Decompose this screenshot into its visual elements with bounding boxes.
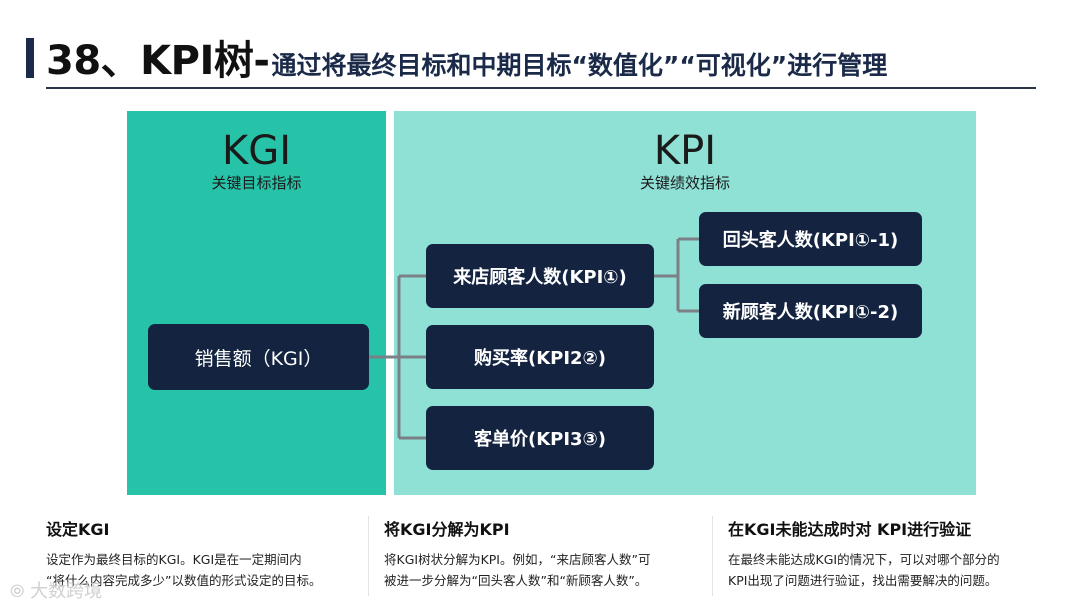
kpi-panel-header: KPI 关键绩效指标 bbox=[394, 129, 976, 193]
kgi-panel: KGI 关键目标指标 bbox=[127, 111, 386, 495]
node-kpi1-label: 来店顾客人数(KPI①) bbox=[453, 267, 627, 288]
page-title: 38、KPI树- 通过将最终目标和中期目标“数值化”“可视化”进行管理 bbox=[46, 28, 887, 84]
footer-step-2-line-2: 被进一步分解为“回头客人数”和“新顾客人数”。 bbox=[384, 573, 648, 588]
kpi-panel-label: KPI bbox=[653, 128, 717, 174]
kgi-panel-label: KGI bbox=[221, 128, 292, 174]
watermark-logo-icon: ⦾ bbox=[10, 581, 31, 602]
node-kpi1-1-label: 回头客人数(KPI①-1) bbox=[722, 230, 899, 251]
title-accent-bar bbox=[26, 38, 34, 78]
footer-step-3: 在KGI未能达成时对 KPI进行验证 在最终未能达成KGI的情况下，可以对哪个部… bbox=[728, 516, 1048, 591]
node-kpi1-1-returning: 回头客人数(KPI①-1) bbox=[699, 212, 922, 266]
kgi-panel-sublabel: 关键目标指标 bbox=[211, 174, 302, 192]
node-kpi3-label: 客单价(KPI3③) bbox=[473, 429, 607, 450]
footer-step-1-line-2: “将什么内容完成多少”以数值的形式设定的目标。 bbox=[46, 573, 322, 588]
node-kgi-sales-label: 销售额（KGI） bbox=[194, 347, 323, 370]
footer-step-3-line-2: KPI出现了问题进行验证，找出需要解决的问题。 bbox=[728, 573, 998, 588]
node-kpi3-unit-price: 客单价(KPI3③) bbox=[426, 406, 654, 470]
footer-step-1-line-1: 设定作为最终目标的KGI。KGI是在一定期间内 bbox=[46, 552, 302, 567]
footer-step-3-line-1: 在最终未能达成KGI的情况下，可以对哪个部分的 bbox=[728, 552, 1000, 567]
watermark-text: 大数跨境 bbox=[30, 581, 103, 602]
node-kpi1-visitors: 来店顾客人数(KPI①) bbox=[426, 244, 654, 308]
title-divider bbox=[46, 87, 1036, 89]
footer-step-2-heading: 将KGI分解为KPI bbox=[384, 520, 510, 539]
node-kpi2-purchase-rate: 购买率(KPI2②) bbox=[426, 325, 654, 389]
watermark: ⦾ 大数跨境 bbox=[10, 577, 102, 603]
footer-divider-2 bbox=[712, 516, 713, 596]
node-kgi-sales: 销售额（KGI） bbox=[148, 324, 369, 390]
footer-step-1: 设定KGI 设定作为最终目标的KGI。KGI是在一定期间内 “将什么内容完成多少… bbox=[46, 516, 366, 591]
footer-step-2: 将KGI分解为KPI 将KGI树状分解为KPI。例如，“来店顾客人数”可 被进一… bbox=[384, 516, 704, 591]
footer-step-1-heading: 设定KGI bbox=[46, 520, 110, 539]
node-kpi1-2-label: 新顾客人数(KPI①-2) bbox=[722, 302, 899, 323]
footer-divider-1 bbox=[368, 516, 369, 596]
title-main: 38、KPI树- bbox=[46, 38, 270, 84]
footer-step-3-heading: 在KGI未能达成时对 KPI进行验证 bbox=[728, 520, 972, 539]
footer-step-2-line-1: 将KGI树状分解为KPI。例如，“来店顾客人数”可 bbox=[384, 552, 651, 567]
kpi-panel-sublabel: 关键绩效指标 bbox=[639, 174, 730, 192]
title-subtitle: 通过将最终目标和中期目标“数值化”“可视化”进行管理 bbox=[271, 51, 888, 80]
node-kpi2-label: 购买率(KPI2②) bbox=[473, 348, 607, 369]
node-kpi1-2-new: 新顾客人数(KPI①-2) bbox=[699, 284, 922, 338]
kgi-panel-header: KGI 关键目标指标 bbox=[127, 129, 386, 193]
